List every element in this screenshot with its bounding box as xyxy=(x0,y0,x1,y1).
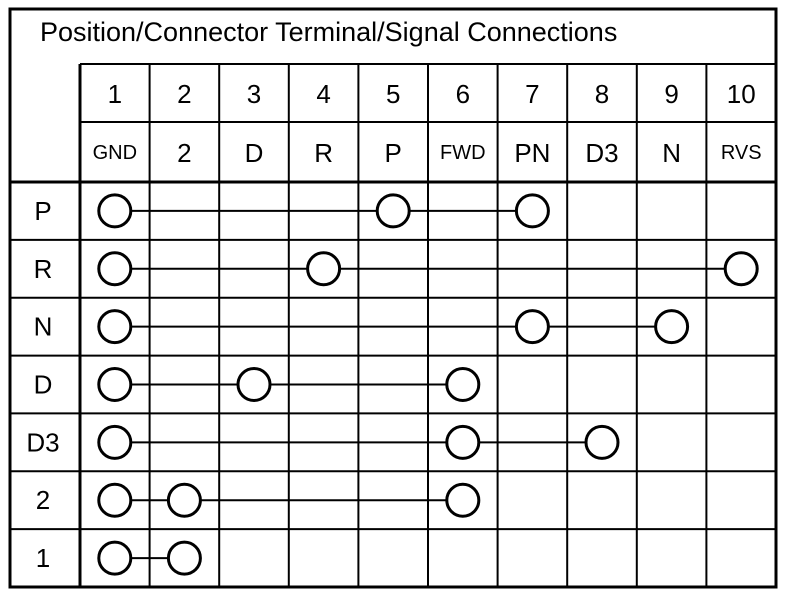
terminal-signal: RVS xyxy=(721,142,762,164)
terminal-signal: R xyxy=(314,138,333,168)
terminal-number: 8 xyxy=(595,79,609,109)
connection-node xyxy=(306,251,342,287)
terminal-number: 7 xyxy=(525,79,539,109)
terminal-number: 5 xyxy=(386,79,400,109)
position-label: 2 xyxy=(36,485,50,515)
connection-node xyxy=(97,540,133,576)
position-label: R xyxy=(34,254,53,284)
terminal-signal: D3 xyxy=(585,138,618,168)
position-label: D xyxy=(34,370,53,400)
position-label: D3 xyxy=(26,427,59,457)
connection-node xyxy=(97,482,133,518)
terminal-number: 10 xyxy=(727,79,756,109)
terminal-number: 6 xyxy=(456,79,470,109)
connection-node xyxy=(445,482,481,518)
connection-node xyxy=(97,424,133,460)
position-label: P xyxy=(34,196,51,226)
terminal-number: 1 xyxy=(108,79,122,109)
connection-node xyxy=(166,482,202,518)
connection-node xyxy=(723,251,759,287)
connection-node xyxy=(584,424,620,460)
terminal-signal: P xyxy=(385,138,402,168)
terminal-signal: PN xyxy=(514,138,550,168)
terminal-signal: D xyxy=(245,138,264,168)
connection-node xyxy=(97,367,133,402)
position-label: N xyxy=(34,312,53,342)
connection-node xyxy=(375,193,411,229)
connection-node xyxy=(514,193,550,229)
connection-node xyxy=(514,309,550,345)
connection-node xyxy=(445,424,481,460)
page-title: Position/Connector Terminal/Signal Conne… xyxy=(40,17,618,47)
terminal-signal: GND xyxy=(93,142,137,164)
terminal-signal: 2 xyxy=(177,138,191,168)
connection-node xyxy=(236,367,272,402)
position-label: 1 xyxy=(36,543,50,573)
connection-node xyxy=(97,309,133,345)
connection-node xyxy=(97,251,133,287)
terminal-number: 3 xyxy=(247,79,261,109)
terminal-signal: N xyxy=(662,138,681,168)
connection-node xyxy=(97,193,133,229)
terminal-signal: FWD xyxy=(440,142,486,164)
terminal-number: 2 xyxy=(177,79,191,109)
connection-node xyxy=(654,309,690,345)
connection-node xyxy=(445,367,481,402)
terminal-number: 4 xyxy=(316,79,330,109)
terminal-number: 9 xyxy=(664,79,678,109)
connection-node xyxy=(166,540,202,576)
